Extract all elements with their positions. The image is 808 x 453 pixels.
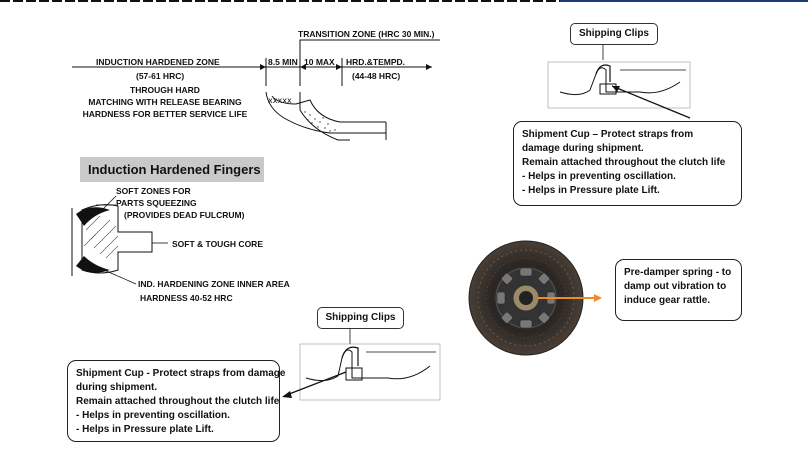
callout-top-line-3: Remain attached throughout the clutch li…	[522, 157, 726, 168]
transition-zone-label: TRANSITION ZONE (HRC 30 MIN.)	[298, 29, 435, 39]
ind-zone-line-1: IND. HARDENING ZONE INNER AREA	[138, 279, 290, 289]
soft-zones-line-1: SOFT ZONES FOR	[116, 186, 191, 196]
induction-zone-label: INDUCTION HARDENED ZONE	[96, 57, 220, 67]
shipping-clips-label-top: Shipping Clips	[570, 23, 658, 45]
through-hard-line-3: HARDNESS FOR BETTER SERVICE LIFE	[82, 109, 248, 119]
callout-bottom-line-3: Remain attached throughout the clutch li…	[76, 396, 280, 407]
callout-bottom-line-5: - Helps in Pressure plate Lift.	[76, 424, 214, 435]
fingers-heading: Induction Hardened Fingers	[80, 157, 264, 182]
callout-top-line-2: damage during shipment.	[522, 143, 644, 154]
predamper-line-3: induce gear rattle.	[624, 295, 711, 306]
shipment-cup-callout-top: Shipment Cup – Protect straps from damag…	[513, 121, 742, 206]
top-dashed-rule	[0, 0, 560, 2]
dim-max-label: 10 MAX	[304, 57, 335, 67]
soft-zones-line-2: PARTS SQUEEZING	[116, 198, 197, 208]
hrd-tempd-label: HRD.&TEMPD.	[346, 57, 406, 67]
top-accent-bar	[560, 0, 808, 2]
shipping-clips-label-bottom: Shipping Clips	[317, 307, 404, 329]
through-hard-line-2: MATCHING WITH RELEASE BEARING	[88, 97, 242, 107]
callout-top-line-1: Shipment Cup – Protect straps from	[522, 129, 694, 140]
svg-text:xxxxx: xxxxx	[268, 96, 292, 105]
induction-hrc-label: (57-61 HRC)	[136, 71, 185, 81]
predamper-line-2: damp out vibration to	[624, 281, 727, 292]
callout-bottom-line-4: - Helps in preventing oscillation.	[76, 410, 230, 421]
through-hard-note: THROUGH HARD MATCHING WITH RELEASE BEARI…	[70, 84, 260, 120]
predamper-line-1: Pre-damper spring - to	[624, 267, 732, 278]
callout-top-line-5: - Helps in Pressure plate Lift.	[522, 185, 660, 196]
hrd-hrc-label: (44-48 HRC)	[352, 71, 401, 81]
callout-bottom-line-2: during shipment.	[76, 382, 158, 393]
shipment-cup-callout-bottom: Shipment Cup - Protect straps from damag…	[67, 360, 286, 442]
callout-top-line-4: - Helps in preventing oscillation.	[522, 171, 676, 182]
predamper-callout: Pre-damper spring - to damp out vibratio…	[615, 259, 742, 321]
callout-bottom-line-1: Shipment Cup - Protect straps from damag…	[76, 368, 286, 379]
soft-core-label: SOFT & TOUGH CORE	[172, 239, 263, 249]
ind-zone-line-2: HARDNESS 40-52 HRC	[140, 293, 233, 303]
dim-min-label: 8.5 MIN	[268, 57, 298, 67]
through-hard-line-1: THROUGH HARD	[130, 85, 200, 95]
soft-zones-line-3: (PROVIDES DEAD FULCRUM)	[124, 210, 245, 220]
